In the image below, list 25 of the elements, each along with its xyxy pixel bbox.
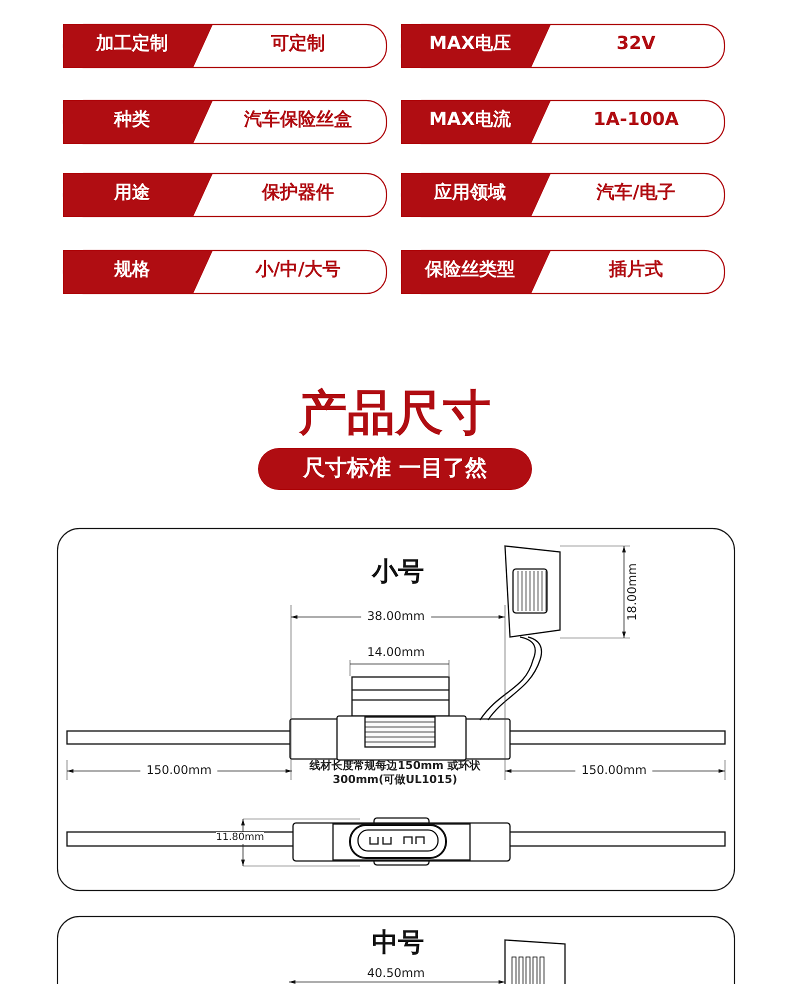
spec-label: 规格 [112,259,151,281]
spec-value: 可定制 [270,33,326,55]
spec-value: 保护器件 [260,182,335,204]
wire-length-note: 线材长度常规每边150mm 或环状300mm(可做UL1015) [308,759,482,787]
dimension-label: 150.00mm [575,763,653,778]
spec-value: 汽车/电子 [595,182,676,204]
spec-label: MAX电流 [428,109,512,131]
spec-label: 用途 [112,182,151,204]
size-heading: 中号 [371,928,425,960]
dimension-label: 11.80mm [216,832,264,844]
spec-value: 小/中/大号 [254,259,342,281]
spec-label: 加工定制 [94,33,169,55]
dimension-label: 38.00mm [361,609,431,624]
dimension-label: 18.00mm [624,563,640,621]
spec-value: 插片式 [608,259,664,281]
subtitle-pill: 尺寸标准 一目了然 [258,448,532,490]
spec-value: 汽车保险丝盒 [242,109,353,131]
spec-label: 保险丝类型 [424,259,516,281]
spec-label: 应用领域 [432,182,507,204]
spec-value: 32V [616,33,656,55]
spec-label: MAX电压 [428,33,512,55]
spec-value: 1A-100A [592,109,680,131]
section-title: 产品尺寸 [298,385,492,443]
spec-label: 种类 [112,109,151,131]
dimension-label: 150.00mm [140,763,218,778]
